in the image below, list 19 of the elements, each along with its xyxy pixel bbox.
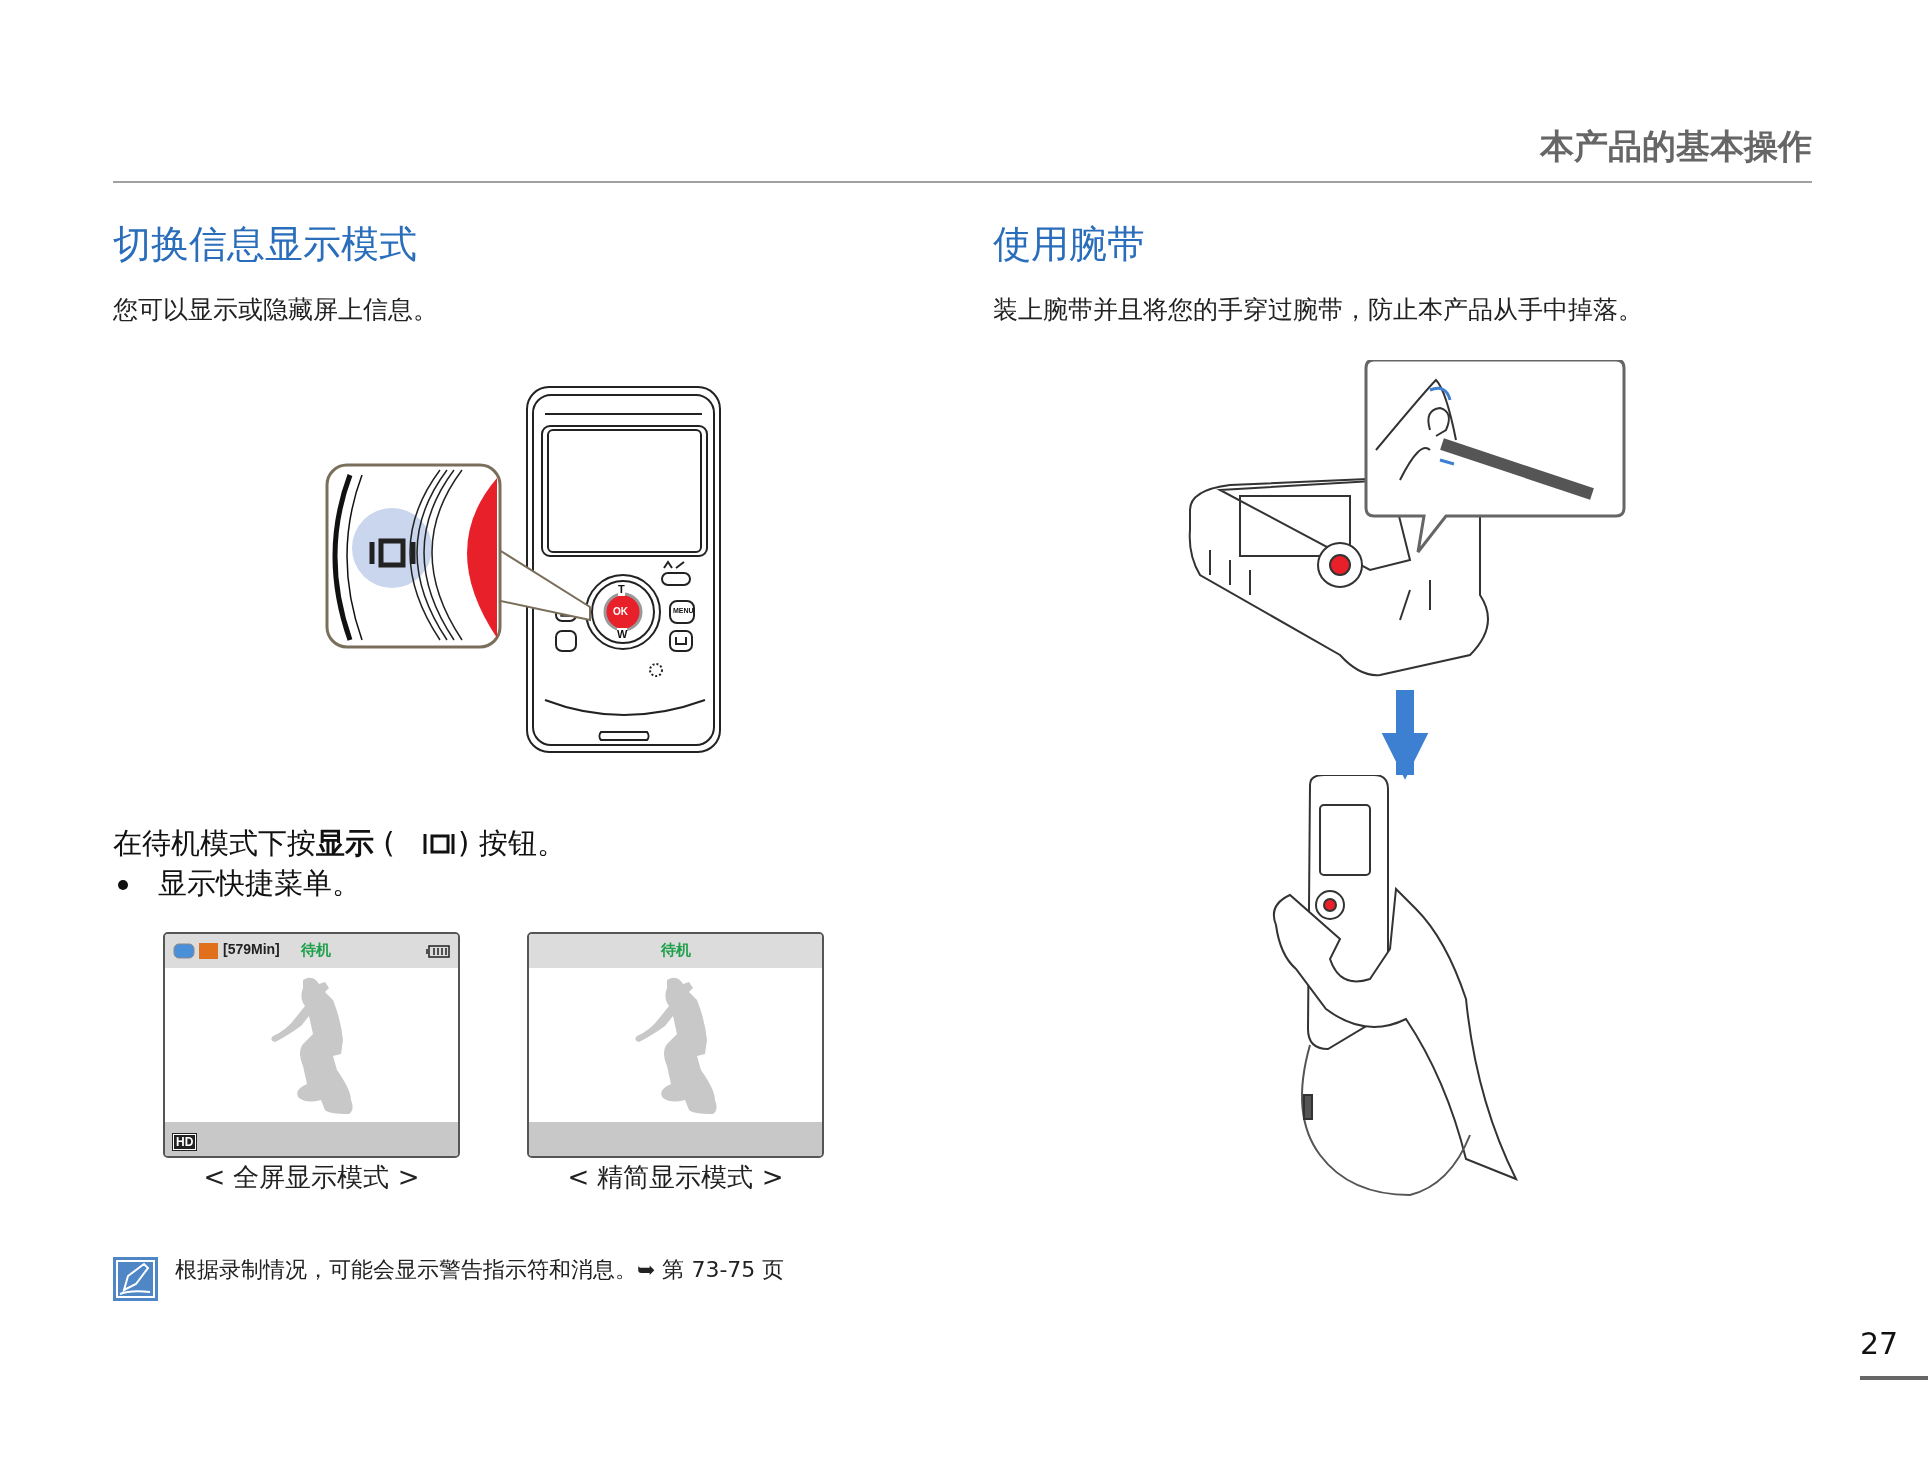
screen-caption: < 精简显示模式 > bbox=[566, 1162, 785, 1194]
status-text: [579Min] bbox=[223, 941, 280, 957]
instruction-text: 在待机模式下按显示 ( bbox=[113, 826, 395, 861]
bullet-text: 显示快捷菜单。 bbox=[158, 866, 361, 901]
screen-caption: < 全屏显示模式 > bbox=[202, 1162, 421, 1194]
note-text: 根据录制情况，可能会显示警告指示符和消息。➥ 第 73-75 页 bbox=[175, 1257, 785, 1284]
button-letter: OK bbox=[613, 606, 628, 618]
hd-icon: HD bbox=[173, 1134, 197, 1150]
section-header: 本产品的基本操作 bbox=[1540, 126, 1812, 167]
description-text: 装上腕带并且将您的手穿过腕带，防止本产品从手中掉落。 bbox=[993, 295, 1643, 325]
button-letter: T bbox=[618, 583, 625, 597]
status-text: 待机 bbox=[301, 941, 331, 960]
section-title: 使用腕带 bbox=[993, 222, 1145, 268]
page-number: 27 bbox=[1860, 1326, 1899, 1362]
arrow bbox=[1381, 690, 1429, 780]
section-title: 切换信息显示模式 bbox=[113, 222, 417, 268]
status-text: 待机 bbox=[659, 941, 692, 960]
description-text: 您可以显示或隐藏屏上信息。 bbox=[113, 295, 438, 325]
instruction-text: ) 按钮。 bbox=[458, 826, 566, 861]
